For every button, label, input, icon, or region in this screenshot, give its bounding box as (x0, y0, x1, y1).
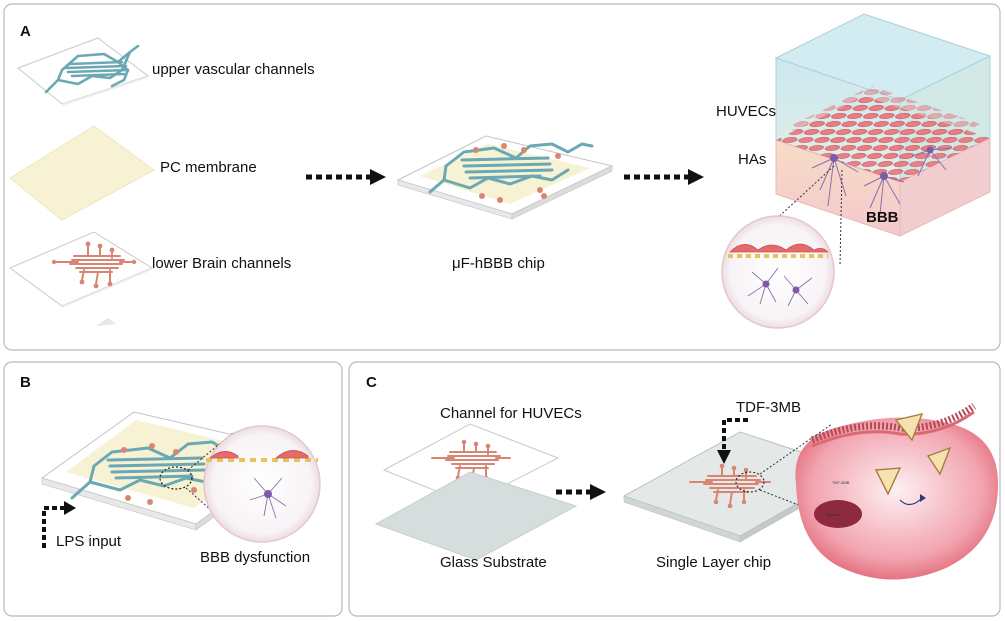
chip-vascular-channels (428, 142, 594, 194)
channel-huvecs-label: Channel for HUVECs (440, 405, 582, 422)
bbb-inset-circle (721, 215, 835, 329)
dysfunction-focus-ellipse (159, 466, 193, 490)
lps-input-label: LPS input (56, 533, 122, 550)
lower-brain-sheet (8, 231, 154, 308)
tdf-in-cell-label: TDF-3MB (832, 480, 850, 485)
bbb-block (774, 13, 992, 237)
upper-vascular-sheet (17, 37, 150, 106)
bbb-dysfunction-label: BBB dysfunction (200, 549, 310, 566)
single-layer-label: Single Layer chip (656, 554, 771, 571)
tetrahedral-probes (874, 413, 952, 496)
bbb-label: BBB (866, 209, 899, 226)
panel-b-letter: B (20, 374, 31, 391)
chip-label: μF-hBBB chip (452, 255, 545, 272)
upper-vascular-label: upper vascular channels (152, 61, 315, 78)
single-layer-focus-ellipse (735, 471, 765, 493)
pc-membrane-label: PC membrane (160, 159, 257, 176)
dysfunction-inset-circle (203, 425, 321, 543)
zoom-line-right (839, 169, 843, 267)
astrocyte-cluster (811, 147, 953, 215)
panel-c-letter: C (366, 374, 377, 391)
nucleus (814, 500, 862, 528)
c-zoom-line-top (759, 423, 833, 475)
upper-vascular-channel-network (44, 44, 140, 94)
assembled-chip (396, 135, 614, 220)
tdf-probe-label: TDF-3MB (736, 399, 801, 416)
glass-substrate-label: Glass Substrate (440, 554, 547, 571)
lower-brain-label: lower Brain channels (152, 255, 291, 272)
glass-substrate-sheet (374, 471, 578, 561)
cell-uptake-inset: Nucleus TDF-3MB (795, 403, 999, 580)
tdf-input-arrow (717, 418, 748, 464)
arrow-to-bbb (624, 169, 704, 185)
partial-sheet-edge (96, 318, 116, 326)
has-label: HAs (738, 151, 766, 168)
arrow-to-chip (306, 169, 386, 185)
lower-brain-channel-network (53, 245, 135, 285)
lps-input-arrow (42, 501, 76, 548)
panel-a-letter: A (20, 23, 31, 40)
pc-membrane-sheet (9, 125, 155, 221)
nucleus-label: Nucleus (826, 512, 840, 517)
arrow-to-single-layer (556, 484, 606, 500)
huvecs-label: HUVECs (716, 103, 776, 120)
